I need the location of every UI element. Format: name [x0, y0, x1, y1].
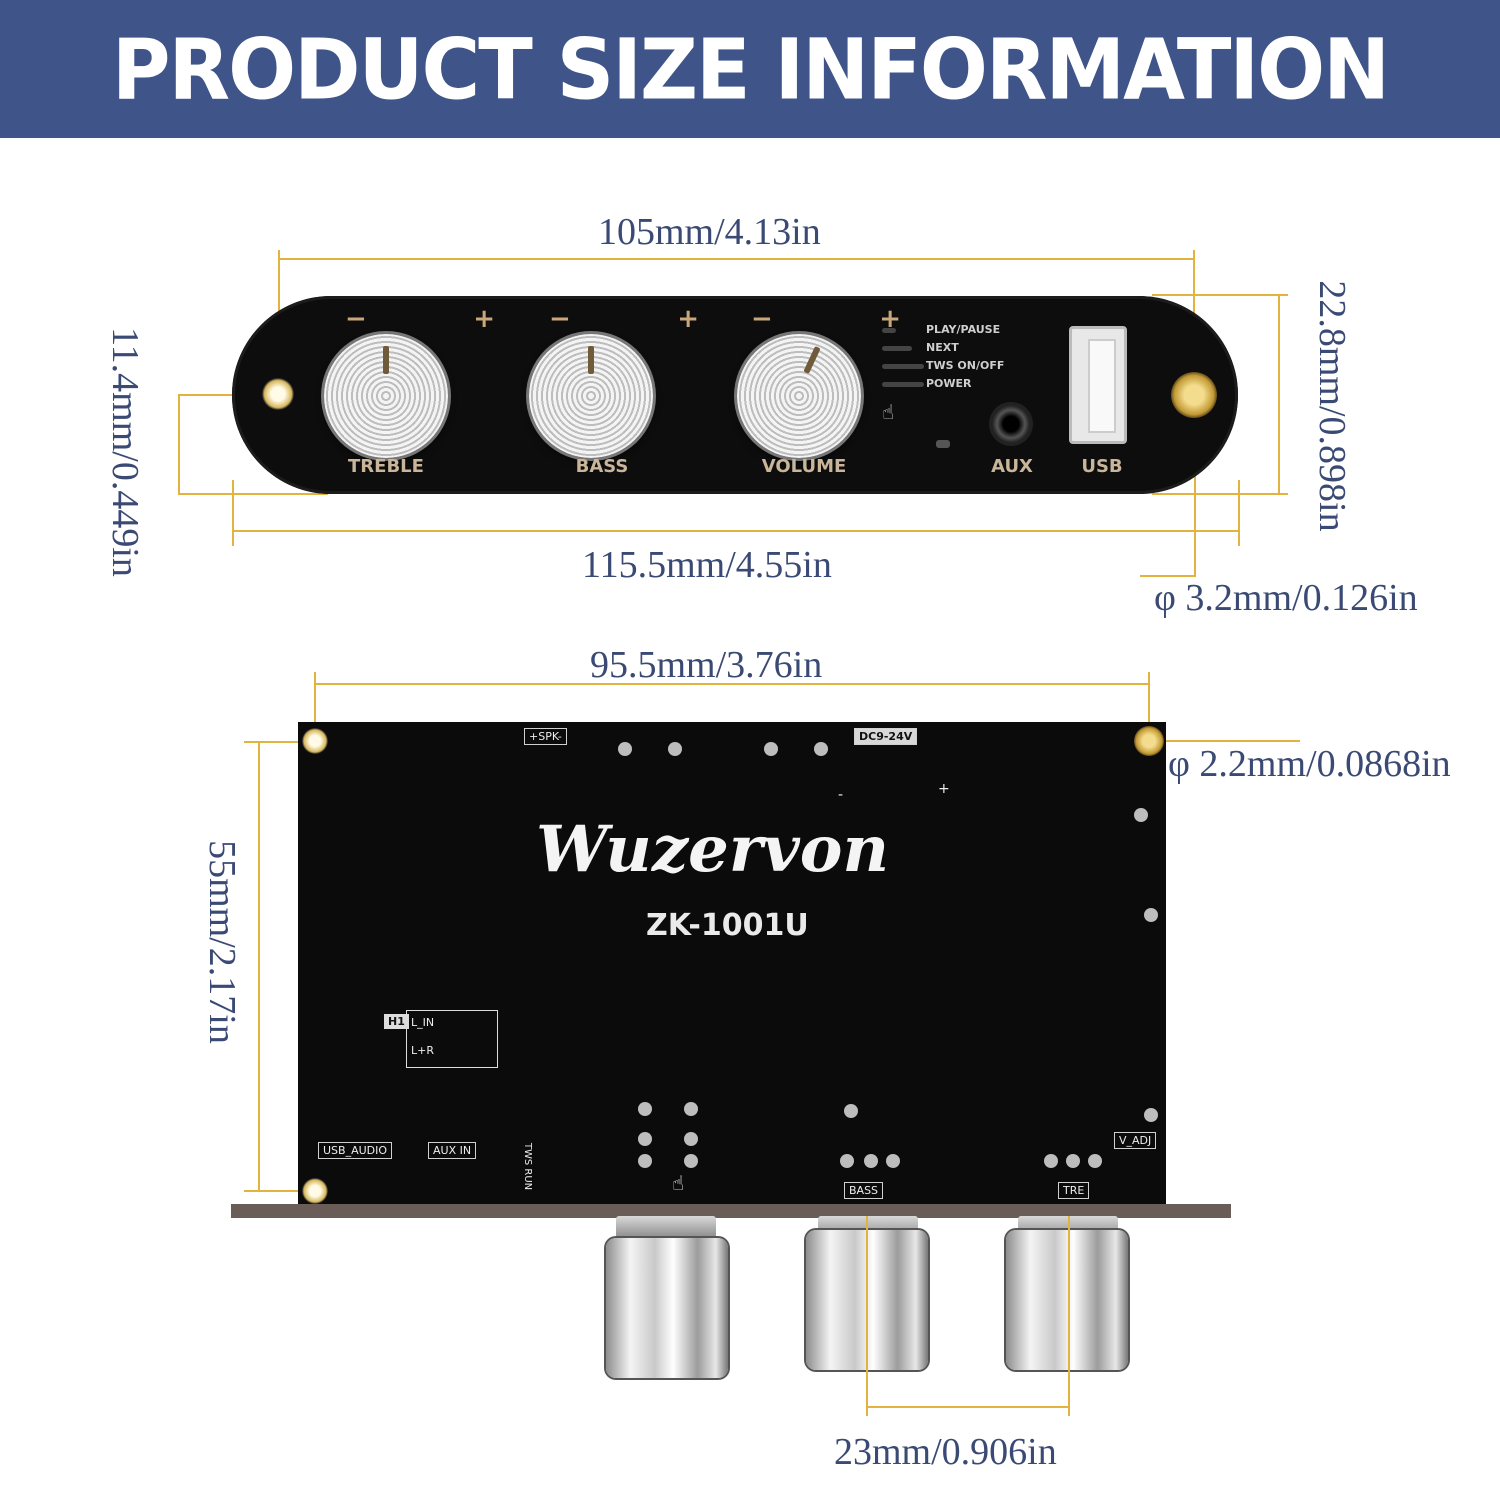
dim-knob-spacing: 23mm/0.906in [834, 1431, 1057, 1473]
mounting-hole [302, 1178, 328, 1204]
guide-line [1148, 672, 1150, 732]
dim-front-hole-diameter: φ 3.2mm/0.126in [1154, 577, 1418, 619]
silk-minus: - [838, 787, 844, 803]
dim-pcb-hole-diameter: φ 2.2mm/0.0868in [1168, 743, 1451, 785]
bass-knob[interactable] [529, 334, 653, 458]
silk-h1: H1 [384, 1014, 409, 1029]
silk-spk: +SPK- [524, 728, 567, 745]
shaft-nut [616, 1216, 716, 1238]
guide-line [258, 741, 260, 1191]
guide-line [1152, 493, 1288, 495]
guide-line [1068, 1216, 1070, 1416]
treble-label: TREBLE [348, 456, 424, 477]
mode-tws: TWS ON/OFF [926, 359, 1005, 372]
pcb-board: +SPK- DC9-24V - + Wuzervon ZK-1001U H1 L… [298, 722, 1166, 1206]
dim-front-total-width: 115.5mm/4.55in [582, 544, 832, 586]
guide-line [1238, 480, 1240, 546]
dim-pcb-hole-spacing: 95.5mm/3.76in [590, 644, 823, 686]
mode-power: POWER [926, 377, 972, 390]
mode-indicator [882, 382, 924, 387]
mode-next: NEXT [926, 341, 959, 354]
mode-indicator [882, 346, 912, 351]
guide-line [244, 1190, 304, 1192]
mounting-bracket [231, 1204, 1231, 1218]
aux-label: AUX [991, 456, 1033, 477]
hand-touch-icon: ☝ [672, 1171, 685, 1195]
silk-l-in: L_IN [411, 1016, 435, 1029]
mode-indicator [882, 328, 896, 333]
silk-plus: + [938, 781, 950, 797]
guide-line [866, 1216, 868, 1416]
guide-line [1148, 740, 1300, 742]
guide-line [178, 394, 270, 396]
guide-line [866, 1406, 1070, 1408]
guide-line [232, 530, 1238, 532]
page-title: PRODUCT SIZE INFORMATION [111, 20, 1390, 118]
aux-port[interactable] [989, 402, 1033, 446]
bass-direction-icon: −+ [549, 304, 699, 334]
guide-line [1194, 396, 1196, 576]
silk-bass: BASS [844, 1182, 884, 1199]
guide-line [232, 480, 234, 546]
guide-line [1140, 575, 1196, 577]
guide-line [314, 683, 1150, 685]
volume-knob[interactable] [737, 334, 861, 458]
led-indicator [936, 440, 950, 448]
guide-line [1278, 294, 1280, 494]
silk-v-adj: V_ADJ [1114, 1132, 1157, 1149]
guide-line [178, 394, 180, 494]
mode-indicator [882, 364, 924, 369]
dim-front-hole-height: 11.4mm/0.449in [104, 327, 146, 577]
silk-l-r: L+R [411, 1044, 434, 1057]
treble-direction-icon: −+ [345, 304, 495, 334]
mounting-hole [302, 728, 328, 754]
treble-knob[interactable] [324, 334, 448, 458]
dim-pcb-height: 55mm/2.17in [201, 840, 243, 1044]
volume-label: VOLUME [761, 456, 847, 477]
dim-front-height: 22.8mm/0.898in [1311, 280, 1353, 532]
guide-line [1152, 294, 1288, 296]
volume-shaft[interactable] [606, 1238, 728, 1378]
guide-line [178, 493, 328, 495]
usb-port[interactable] [1069, 326, 1127, 444]
guide-line [244, 741, 304, 743]
front-panel: −+ TREBLE −+ BASS −+ VOLUME PLAY/PAUSE N… [232, 296, 1238, 494]
guide-line [278, 258, 1194, 260]
jumper-table: L_IN L+R [406, 1010, 498, 1068]
silk-aux-in: AUX IN [428, 1142, 477, 1159]
mounting-hole [1171, 372, 1217, 418]
treble-shaft[interactable] [1006, 1230, 1128, 1370]
brand-logo: Wuzervon [536, 812, 889, 887]
volume-direction-icon: −+ [751, 304, 901, 334]
title-banner: PRODUCT SIZE INFORMATION [0, 0, 1500, 138]
silk-tre: TRE [1058, 1182, 1090, 1199]
silk-tws-run: TWS RUN [522, 1142, 534, 1191]
silk-usb-audio: USB_AUDIO [318, 1142, 393, 1159]
mounting-hole [262, 378, 294, 410]
dim-front-hole-spacing: 105mm/4.13in [598, 211, 821, 253]
guide-line [314, 672, 316, 732]
silk-dc: DC9-24V [854, 728, 918, 745]
model-number: ZK-1001U [646, 908, 809, 943]
hand-touch-icon[interactable]: ☝ [882, 400, 895, 424]
mounting-hole [1134, 726, 1164, 756]
usb-label: USB [1081, 456, 1123, 477]
mode-play-pause: PLAY/PAUSE [926, 323, 1001, 336]
bass-label: BASS [575, 456, 629, 477]
